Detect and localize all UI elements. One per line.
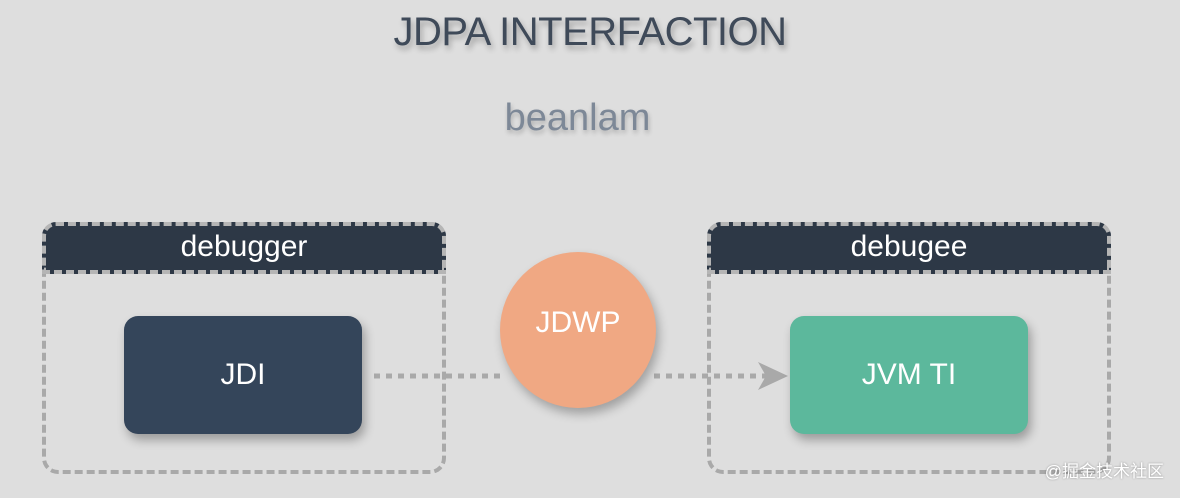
arrowhead-icon <box>758 362 788 390</box>
jvmti-node-label: JVM TI <box>861 358 957 391</box>
diagram-title: JDPA INTERFACTION <box>393 10 787 54</box>
jdwp-node-label: JDWP <box>535 306 621 339</box>
jdwp-node: JDWP <box>500 252 656 408</box>
jdi-node-label: JDI <box>220 358 266 391</box>
jdi-node: JDI <box>124 316 362 434</box>
debugger-group: debugger <box>42 222 446 474</box>
debugee-group: debugee <box>707 222 1111 474</box>
debugee-group-header: debugee <box>707 222 1111 274</box>
jvmti-node: JVM TI <box>790 316 1028 434</box>
diagram-author: beanlam <box>504 97 651 139</box>
watermark: @掘金技术社区 <box>1044 462 1164 481</box>
debugger-group-header: debugger <box>42 222 446 274</box>
